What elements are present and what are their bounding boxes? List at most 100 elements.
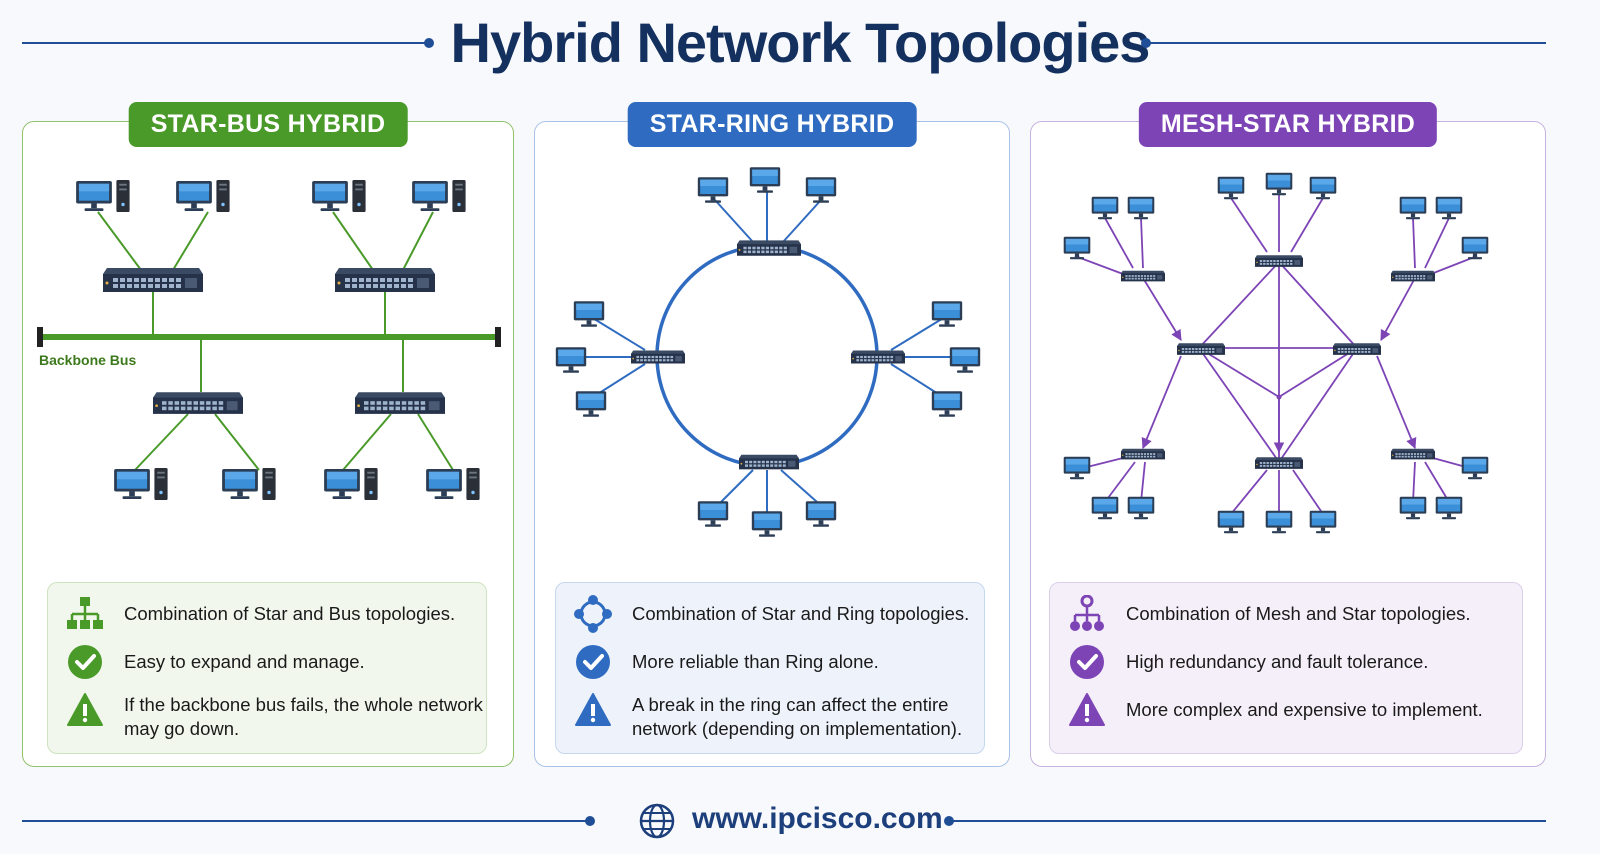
switch: [739, 454, 799, 470]
info-text: Easy to expand and manage.: [124, 651, 365, 672]
switch: [1255, 255, 1303, 267]
panel-star-ring: STAR-RING HYBRID: [534, 102, 1010, 767]
star-ring-links: [575, 192, 961, 514]
star-bus-diagram: [37, 180, 501, 500]
pc-monitor: [751, 511, 783, 537]
star-ring-diagram: [555, 167, 981, 537]
pc-tower: [466, 468, 480, 500]
star-bus-links: [97, 211, 454, 471]
switch: [335, 268, 435, 292]
title-rule-right: [1146, 42, 1546, 44]
info-text: Combination of Star and Bus topologies.: [124, 603, 456, 624]
switch: [1177, 343, 1225, 355]
footer-rule-dot-right: [944, 816, 954, 826]
pc-monitor: [412, 180, 448, 212]
star-ring-info-box: Combination of Star and Ring topologies.…: [555, 582, 985, 754]
pc-monitor: [949, 347, 981, 373]
pc-monitor: [1091, 496, 1119, 520]
switch: [153, 392, 243, 414]
title-row: Hybrid Network Topologies: [0, 0, 1600, 90]
info-row: Combination of Mesh and Star topologies.: [1068, 595, 1486, 633]
panel-tag: MESH-STAR HYBRID: [1138, 102, 1438, 147]
pc-tower: [364, 468, 378, 500]
pc-monitor: [222, 468, 258, 500]
pc-tower: [452, 180, 466, 212]
info-row: More complex and expensive to implement.: [1068, 691, 1486, 729]
switch: [1121, 448, 1165, 460]
switch: [1391, 270, 1435, 282]
footer-rule-dot-left: [585, 816, 595, 826]
pc-monitor: [555, 347, 587, 373]
panel-tag: STAR-RING HYBRID: [627, 102, 917, 147]
pc-monitor: [426, 468, 462, 500]
pc-monitor: [1217, 176, 1245, 200]
pc-monitor: [1461, 456, 1489, 480]
info-row: A break in the ring can affect the entir…: [574, 691, 992, 741]
info-row: Combination of Star and Bus topologies.: [66, 595, 484, 633]
footer-url-link[interactable]: www.ipcisco.com: [692, 802, 943, 835]
info-row: If the backbone bus fails, the whole net…: [66, 691, 484, 741]
pc-tower: [216, 180, 230, 212]
pc-monitor: [1063, 236, 1091, 260]
pc-monitor: [805, 501, 837, 527]
info-text: High redundancy and fault tolerance.: [1126, 651, 1429, 672]
switch: [1121, 270, 1165, 282]
mesh-star-diagram: [1063, 172, 1489, 534]
switch: [103, 268, 203, 292]
pc-tower: [352, 180, 366, 212]
backbone-bus-label: Backbone Bus: [39, 352, 137, 368]
info-text: More complex and expensive to implement.: [1126, 699, 1483, 720]
pc-monitor: [76, 180, 112, 212]
panel-tag: STAR-BUS HYBRID: [128, 102, 408, 147]
warning-icon: [1069, 693, 1105, 726]
info-text: More reliable than Ring alone.: [632, 651, 879, 672]
pc-tower: [116, 180, 130, 212]
bus-terminator-left: [37, 327, 43, 347]
switch: [631, 350, 685, 364]
pc-monitor: [805, 177, 837, 203]
check-circle-icon: [1070, 645, 1104, 679]
footer-rule-left: [22, 820, 588, 822]
mesh-star-info-box: Combination of Mesh and Star topologies.…: [1049, 582, 1523, 754]
pc-monitor: [1399, 496, 1427, 520]
switch: [1391, 448, 1435, 460]
title-rule-dot-left: [424, 38, 434, 48]
pc-monitor: [1063, 456, 1091, 480]
panel-mesh-star: MESH-STAR HYBRID: [1030, 102, 1546, 767]
globe-icon: [639, 803, 675, 839]
pc-tower: [154, 468, 168, 500]
pc-monitor: [749, 167, 781, 193]
info-text: A break in the ring can affect the entir…: [632, 694, 963, 739]
warning-icon: [575, 693, 611, 726]
pc-monitor: [176, 180, 212, 212]
pc-monitor: [1461, 236, 1489, 260]
page-title: Hybrid Network Topologies: [450, 11, 1151, 74]
ring: [655, 244, 879, 468]
pc-monitor: [1265, 172, 1293, 196]
switch: [355, 392, 445, 414]
pc-monitor: [1435, 496, 1463, 520]
pc-monitor: [1265, 510, 1293, 534]
pc-monitor: [1309, 176, 1337, 200]
star-bus-info-box: Combination of Star and Bus topologies. …: [47, 582, 487, 754]
bus-terminator-right: [495, 327, 501, 347]
switch: [851, 350, 905, 364]
pc-monitor: [575, 391, 607, 417]
info-row: More reliable than Ring alone.: [574, 643, 992, 681]
check-circle-icon: [576, 645, 610, 679]
panel-star-bus: STAR-BUS HYBRID: [22, 102, 514, 767]
info-row: Combination of Star and Ring topologies.: [574, 595, 992, 633]
pc-monitor: [931, 391, 963, 417]
pc-tower: [262, 468, 276, 500]
mesh-star-links: [1074, 194, 1478, 515]
switch: [737, 240, 801, 256]
pc-monitor: [1217, 510, 1245, 534]
title-rule-left: [22, 42, 428, 44]
pc-monitor: [1127, 496, 1155, 520]
warning-icon: [67, 693, 103, 726]
hierarchy-icon: [67, 597, 103, 629]
ring-icon: [574, 595, 612, 633]
pc-monitor: [312, 180, 348, 212]
pc-monitor: [697, 501, 729, 527]
mesh-icon: [1070, 595, 1104, 631]
